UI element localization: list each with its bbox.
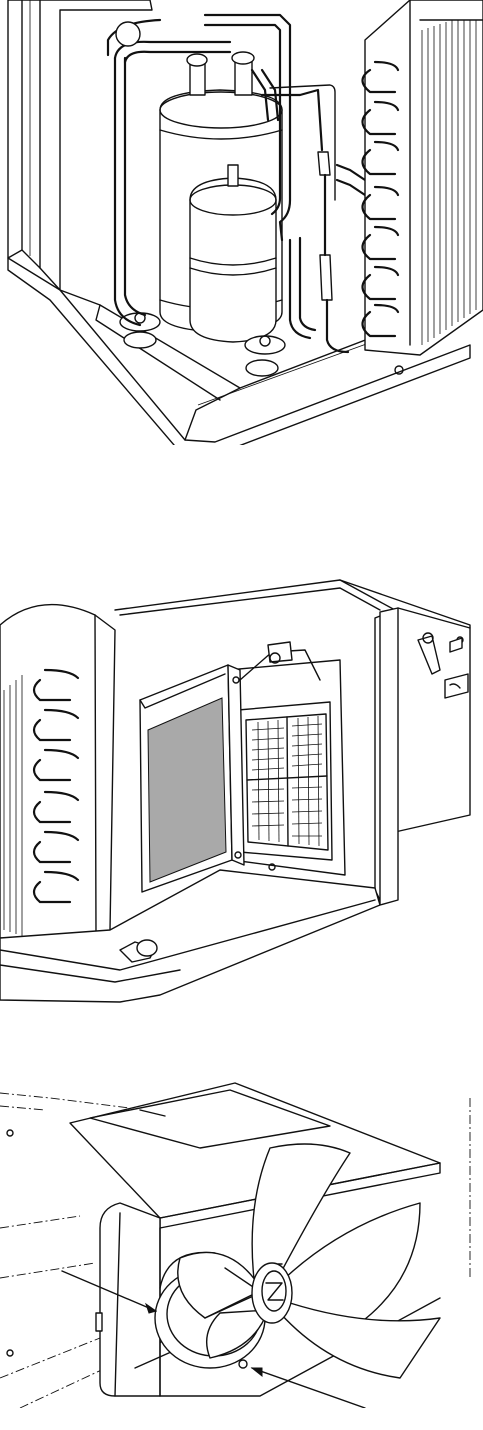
compressor-assembly-figure [0, 0, 483, 445]
accumulator [190, 165, 276, 342]
filter-access-panel-figure [0, 570, 483, 1010]
callout-leader-screw [252, 1368, 365, 1408]
condenser-coil [363, 0, 483, 355]
fan-drawing [0, 1078, 483, 1408]
air-filter [140, 665, 244, 892]
latch [418, 636, 440, 674]
filter-media [148, 698, 226, 882]
shroud-clip [96, 1313, 102, 1331]
fan-set-screw [239, 1360, 247, 1368]
evaporator-coil [0, 605, 115, 945]
filter-drawing [0, 570, 483, 1010]
thermostat-bulb [137, 940, 157, 956]
filter-opening [228, 642, 345, 875]
filter-grille [246, 714, 328, 850]
condenser-fan-assembly-figure [0, 1078, 483, 1408]
tube-fitting [116, 22, 140, 46]
compressor-drawing [0, 0, 483, 445]
